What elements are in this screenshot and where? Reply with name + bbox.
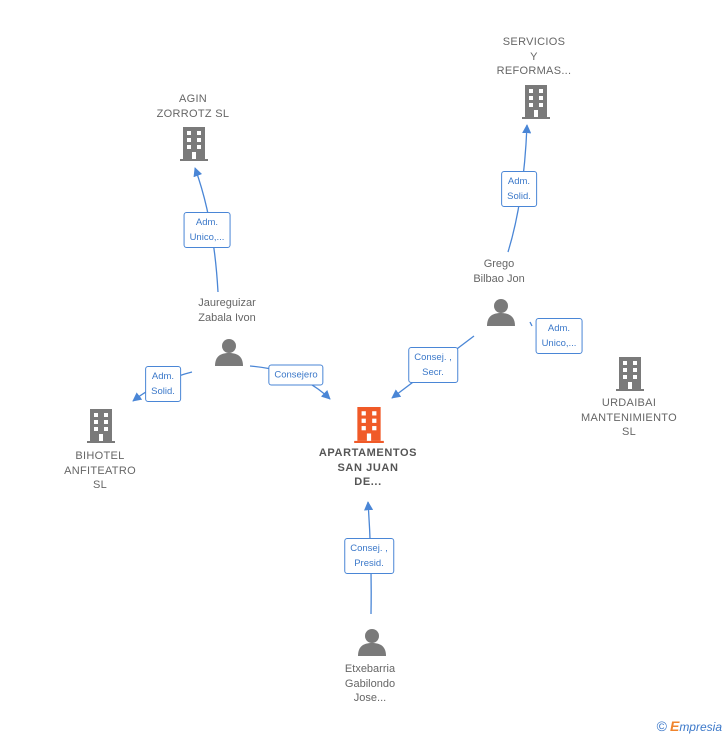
edge-label-line: Adm. [195, 217, 219, 228]
edge-label-jaur-bihotel[interactable]: Adm. Solid. [145, 366, 181, 402]
node-label-line: REFORMAS... [496, 65, 572, 77]
building-icon-agin[interactable] [180, 127, 208, 161]
node-label-line: ANFITEATRO [64, 464, 136, 477]
edge-label-jaur-agin[interactable]: Adm. Unico,... [183, 212, 231, 248]
edge-label-line: Secr. [422, 367, 444, 378]
node-label-line: Grego [483, 258, 515, 270]
edge-label-line: Presid. [354, 558, 384, 569]
edge-label-line: Adm. [507, 176, 531, 187]
node-label-line: MANTENIMIENTO [581, 411, 677, 424]
node-label-etxebarria[interactable]: Etxebarria Gabilondo Jose... [345, 662, 395, 706]
copyright-icon: © [656, 718, 667, 734]
node-label-line: ZORROTZ SL [156, 107, 230, 120]
node-label-grego[interactable]: Grego Bilbao Jon [473, 257, 524, 286]
brand-name: mpresia [679, 720, 722, 734]
edge-label-etx-apart[interactable]: Consej. , Presid. [344, 538, 394, 574]
node-label-line: Etxebarria [344, 663, 396, 675]
brand-logo: ©Empresia [657, 718, 722, 734]
node-label-jaureguizar[interactable]: Jaureguizar Zabala Ivon [198, 296, 255, 325]
node-label-line: SAN JUAN [337, 461, 399, 474]
node-label-line: SL [92, 479, 108, 491]
node-label-line: Zabala Ivon [198, 311, 256, 324]
edge-label-line: Solid. [151, 386, 175, 397]
node-label-agin[interactable]: AGIN ZORROTZ SL [157, 92, 230, 121]
node-label-bihotel[interactable]: BIHOTEL ANFITEATRO SL [64, 449, 136, 493]
building-icon-apartamentos[interactable] [354, 407, 384, 443]
node-label-line: BIHOTEL [75, 450, 125, 462]
edge-label-jaur-apart[interactable]: Consejero [268, 364, 324, 386]
edge-label-line: Adm. [547, 323, 571, 334]
edge-label-line: Solid. [507, 191, 531, 202]
node-label-line: APARTAMENTOS [318, 447, 418, 459]
node-label-line: URDAIBAI [601, 397, 657, 409]
building-icon-urdaibai[interactable] [616, 357, 644, 391]
node-label-line: Jaureguizar [198, 297, 256, 309]
brand-initial: E [669, 718, 680, 734]
edge-grego-urdaibai [529, 321, 533, 327]
node-label-urdaibai[interactable]: URDAIBAI MANTENIMIENTO SL [581, 396, 677, 440]
edge-label-grego-urdaibai[interactable]: Adm. Unico,... [535, 318, 583, 354]
building-icon-servicios[interactable] [522, 85, 550, 119]
node-label-line: SL [621, 426, 637, 438]
node-label-line: Jose... [353, 692, 387, 704]
edge-label-grego-servicios[interactable]: Adm. Solid. [501, 171, 537, 207]
node-label-line: AGIN [178, 93, 208, 105]
node-label-line: SERVICIOS [502, 36, 566, 48]
edge-label-grego-apart[interactable]: Consej. , Secr. [408, 347, 458, 383]
edge-label-line: Unico,... [189, 232, 225, 243]
node-label-line: Gabilondo [344, 677, 396, 690]
node-label-line: DE... [354, 476, 382, 488]
node-label-line: Y [530, 50, 538, 63]
edge-label-line: Consej. , [350, 543, 388, 554]
building-icon-bihotel[interactable] [87, 409, 115, 443]
edge-label-line: Consejero [274, 369, 318, 381]
edge-label-line: Consej. , [414, 352, 452, 363]
node-label-line: Bilbao Jon [473, 272, 525, 285]
person-icon-grego[interactable] [487, 299, 515, 326]
edge-label-line: Unico,... [541, 338, 577, 349]
edge-label-line: Adm. [151, 371, 175, 382]
person-icon-etxebarria[interactable] [358, 629, 386, 656]
person-icon-jaureguizar[interactable] [215, 339, 243, 366]
node-label-apartamentos[interactable]: APARTAMENTOS SAN JUAN DE... [319, 446, 417, 490]
node-label-servicios[interactable]: SERVICIOS Y REFORMAS... [497, 35, 572, 79]
